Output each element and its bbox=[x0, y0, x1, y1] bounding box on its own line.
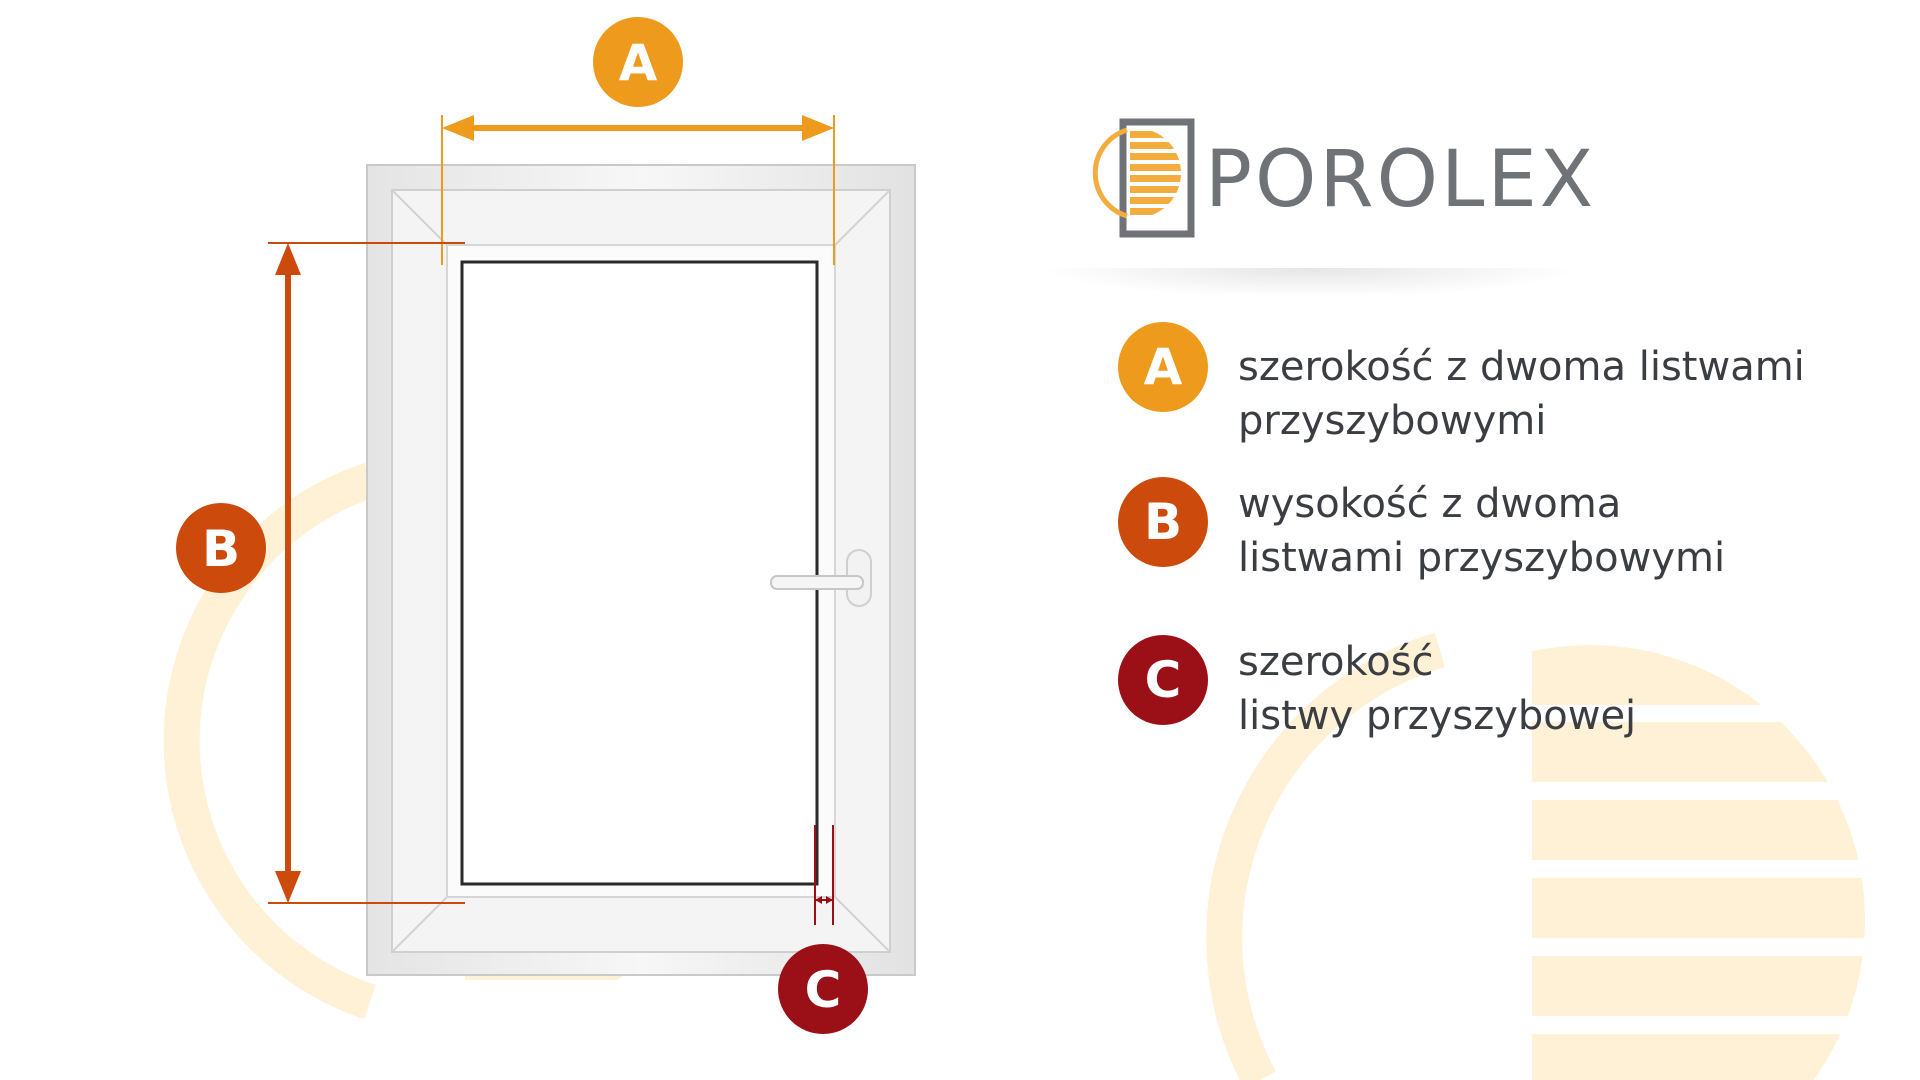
legend-badge-a: A bbox=[1118, 322, 1208, 412]
marker-a-label: A bbox=[619, 34, 658, 92]
legend-b-line2: listwami przyszybowymi bbox=[1238, 535, 1726, 581]
legend-a-line1: szerokość z dwoma listwami bbox=[1238, 344, 1805, 390]
window-glass bbox=[460, 260, 819, 886]
legend-text-c: szerokość listwy przyszybowej bbox=[1238, 635, 1878, 743]
window-illustration bbox=[366, 164, 916, 976]
marker-c-badge bbox=[778, 944, 868, 1034]
legend-c-line2: listwy przyszybowej bbox=[1238, 693, 1637, 739]
marker-b-label: B bbox=[202, 520, 240, 578]
legend-c-line1: szerokość bbox=[1238, 639, 1434, 685]
legend-text-b: wysokość z dwoma listwami przyszybowymi bbox=[1238, 477, 1878, 585]
legend-badge-b: B bbox=[1118, 477, 1208, 567]
dimension-a: A bbox=[441, 17, 835, 265]
dimension-b: B bbox=[176, 242, 465, 904]
logo-divider-shadow bbox=[1040, 268, 1580, 298]
background-sun-right bbox=[1206, 632, 1865, 1080]
marker-a-badge bbox=[593, 17, 683, 107]
brand-name: POROLEX bbox=[1205, 135, 1597, 225]
window-handle bbox=[770, 549, 872, 607]
porolex-logo-icon bbox=[1092, 118, 1195, 238]
legend-b-line1: wysokość z dwoma bbox=[1238, 481, 1622, 527]
legend-text-a: szerokość z dwoma listwami przyszybowymi bbox=[1238, 340, 1878, 448]
legend-a-line2: przyszybowymi bbox=[1238, 398, 1547, 444]
marker-b-badge bbox=[176, 503, 266, 593]
legend-badge-c: C bbox=[1118, 635, 1208, 725]
dimension-c: C bbox=[778, 825, 868, 1034]
marker-c-label: C bbox=[805, 961, 842, 1019]
